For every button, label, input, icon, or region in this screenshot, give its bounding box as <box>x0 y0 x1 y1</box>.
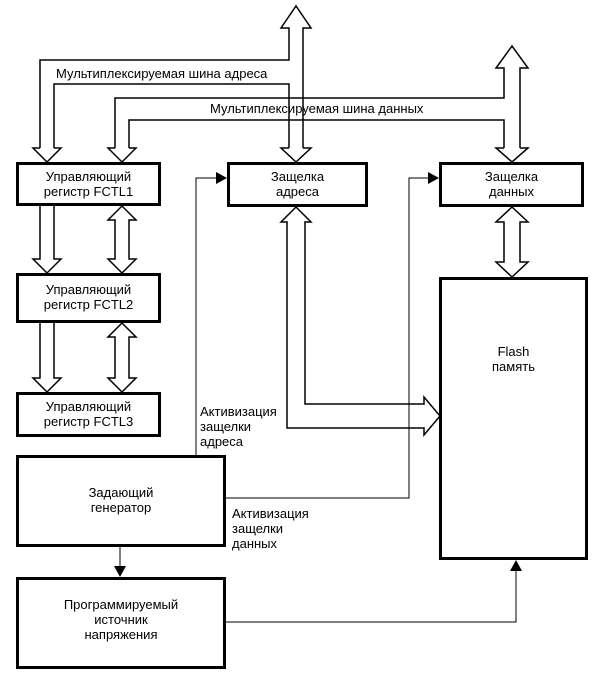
arrow-to-data-latch <box>428 172 439 184</box>
arrow-to-voltage-source <box>114 566 126 577</box>
data-bus-inner <box>128 119 505 148</box>
addr-latch-enable-line <box>195 177 216 455</box>
address-bus-inner <box>53 83 290 148</box>
address-bus-label: Мультиплексируемая шина адреса <box>56 66 268 81</box>
arrow-to-addr-latch <box>216 172 227 184</box>
data-bus-label: Мультиплексируемая шина данных <box>210 101 424 116</box>
datalatch-flash-bidir <box>494 205 530 279</box>
arrow-data-to-fctl1 <box>106 147 138 164</box>
generator-block <box>16 455 226 547</box>
address-bus-outer <box>39 4 313 148</box>
addrlatch-to-flash <box>279 205 441 438</box>
fctl2-block <box>16 273 161 323</box>
arrow-addr-to-fctl1 <box>31 147 63 164</box>
voltage-source-block <box>16 577 226 669</box>
source-to-flash-line <box>226 571 517 623</box>
fctl2-to-fctl3-down <box>31 323 63 394</box>
data-latch-block <box>439 162 584 207</box>
data-latch-enable-line <box>226 177 428 499</box>
fctl1-block <box>16 162 161 206</box>
fctl2-fctl3-bidir <box>106 321 138 394</box>
fctl1-to-fctl2-down <box>31 206 63 275</box>
flash-memory-block <box>439 277 588 560</box>
arrow-to-flash-power <box>510 560 522 571</box>
arrow-addr-to-latch <box>279 147 313 164</box>
data-bus-outer <box>114 44 530 148</box>
fctl1-fctl2-bidir <box>106 204 138 275</box>
arrow-data-to-datalatch <box>494 147 530 163</box>
address-latch-block <box>227 162 368 207</box>
fctl3-block <box>16 392 161 437</box>
